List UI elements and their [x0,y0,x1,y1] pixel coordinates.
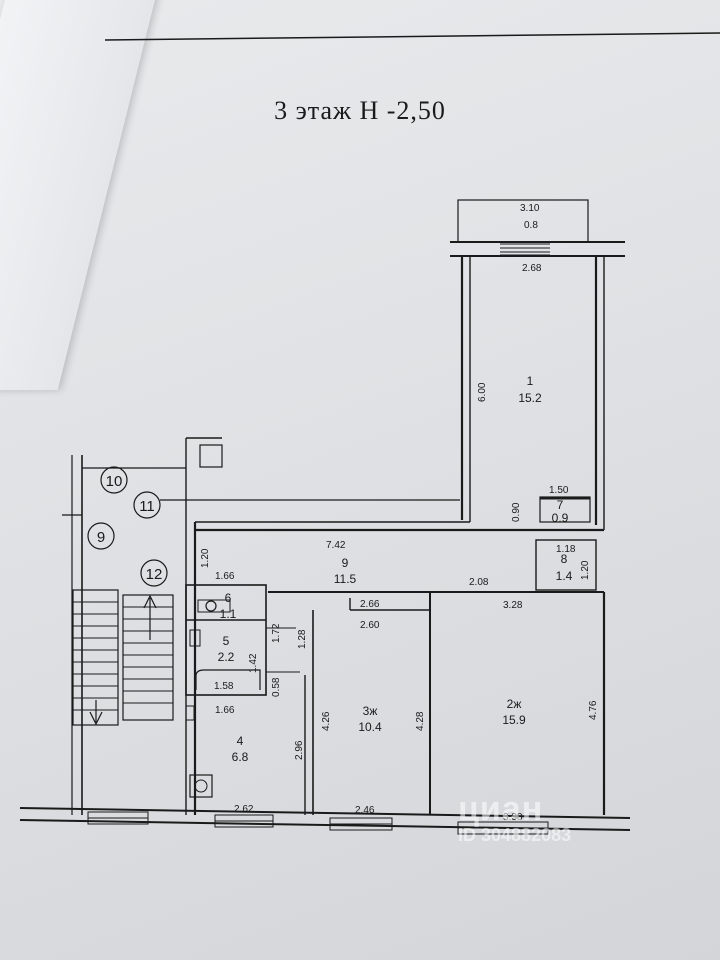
room4-area: 6.8 [232,750,249,764]
stair-arrow-down [89,700,103,726]
dimension-labels: 3.10 0.8 2.68 6.00 1.50 0.90 7.42 1.20 1… [200,203,599,823]
room9-area: 11.5 [334,572,357,586]
room1-area: 15.2 [518,391,542,405]
watermark-id: ID 304882083 [458,825,572,845]
dim-room4-top: 1.66 [215,705,235,716]
dim-balcony-depth: 0.8 [524,220,538,231]
room6-number: 6 [225,591,232,605]
dim-bath-length: 1.58 [214,681,234,692]
dim-room3-left: 4.26 [321,711,332,731]
room9-number: 9 [342,556,349,570]
room-labels: 1 15.2 2ж 15.9 3ж 10.4 4 6.8 5 2.2 6 1.1… [218,374,573,764]
room3-area: 10.4 [358,720,382,734]
dim-room8-width: 1.18 [556,544,576,555]
stair-circle-11 [133,491,161,519]
dim-room5-length: 1.72 [271,623,282,643]
room7-number: 7 [557,498,564,512]
watermark: циан ID 304882083 [458,790,571,846]
balcony-window [500,243,550,256]
dim-room7-width: 1.50 [549,485,569,496]
sink-fixture [197,599,231,613]
dim-corridor-width: 1.20 [200,548,211,568]
dim-room4-bottom: 2.62 [234,804,254,815]
front-windows [87,811,549,835]
dim-room3-bottom: 2.46 [355,805,375,816]
room5-number: 5 [223,634,230,648]
room4-sink [185,705,195,721]
stair-number-12: 12 [146,566,163,583]
chimney-block [199,444,223,468]
sheet-border-line [104,32,720,41]
dim-step-208: 2.08 [469,577,489,588]
page-title: 3 этаж Н -2,50 [274,96,446,125]
dim-room6-width: 1.66 [215,571,235,582]
dim-room3-right: 4.28 [415,711,426,731]
dim-room2-top: 3.28 [503,600,523,611]
dim-room3-top-outer: 2.66 [360,599,380,610]
toilet-fixture [205,600,217,612]
dim-wall-058: 0.58 [271,677,282,697]
dim-room4-side: 2.96 [294,740,305,760]
stair-circle-10 [100,466,128,494]
dim-room8-length: 1.20 [580,560,591,580]
dim-room2-right: 4.76 [588,700,599,720]
washbasin-fixture [189,629,201,647]
dim-room5-width: 1.42 [248,653,259,673]
front-wall-outer [19,807,631,819]
room2-area: 15.9 [502,713,526,727]
dim-corridor-length: 7.42 [326,540,346,551]
dim-room2-bottom: 3.38 [503,812,523,823]
stair-number-9: 9 [97,529,105,546]
stair-circle-9 [87,522,115,550]
bathroom-block [185,584,267,696]
stove-burner [194,779,208,793]
stair-arrow-up [143,594,157,640]
stair-number-10: 10 [106,473,123,490]
room5-area: 2.2 [218,650,235,664]
dim-room1-length: 6.00 [477,382,488,402]
walls [19,32,720,835]
stair-flight-right [122,594,174,721]
stair-number-11: 11 [139,498,155,515]
bathtub-fixture [195,669,261,690]
room1-number: 1 [527,374,534,388]
room8-number: 8 [561,552,568,566]
room7-area: 0.9 [552,511,569,525]
dim-passage-128: 1.28 [297,629,308,649]
room8-outline [535,539,597,591]
watermark-brand: циан [458,790,544,828]
room8-area: 1.4 [556,569,573,583]
room2-number: 2ж [507,697,522,711]
stove-fixture [189,774,213,798]
room3-number: 3ж [363,704,378,718]
room4-number: 4 [237,734,244,748]
stair-flight-left [72,589,119,726]
room6-area: 1.1 [220,607,237,621]
stair-circle-12 [140,559,168,587]
dim-room7-depth: 0.90 [511,502,522,522]
dim-balcony-width: 3.10 [520,203,540,214]
dim-room1-width: 2.68 [522,263,542,274]
stair-numbers: 10 11 9 12 [97,473,163,583]
stair-steps [73,601,173,711]
dim-room3-top-inner: 2.60 [360,620,380,631]
